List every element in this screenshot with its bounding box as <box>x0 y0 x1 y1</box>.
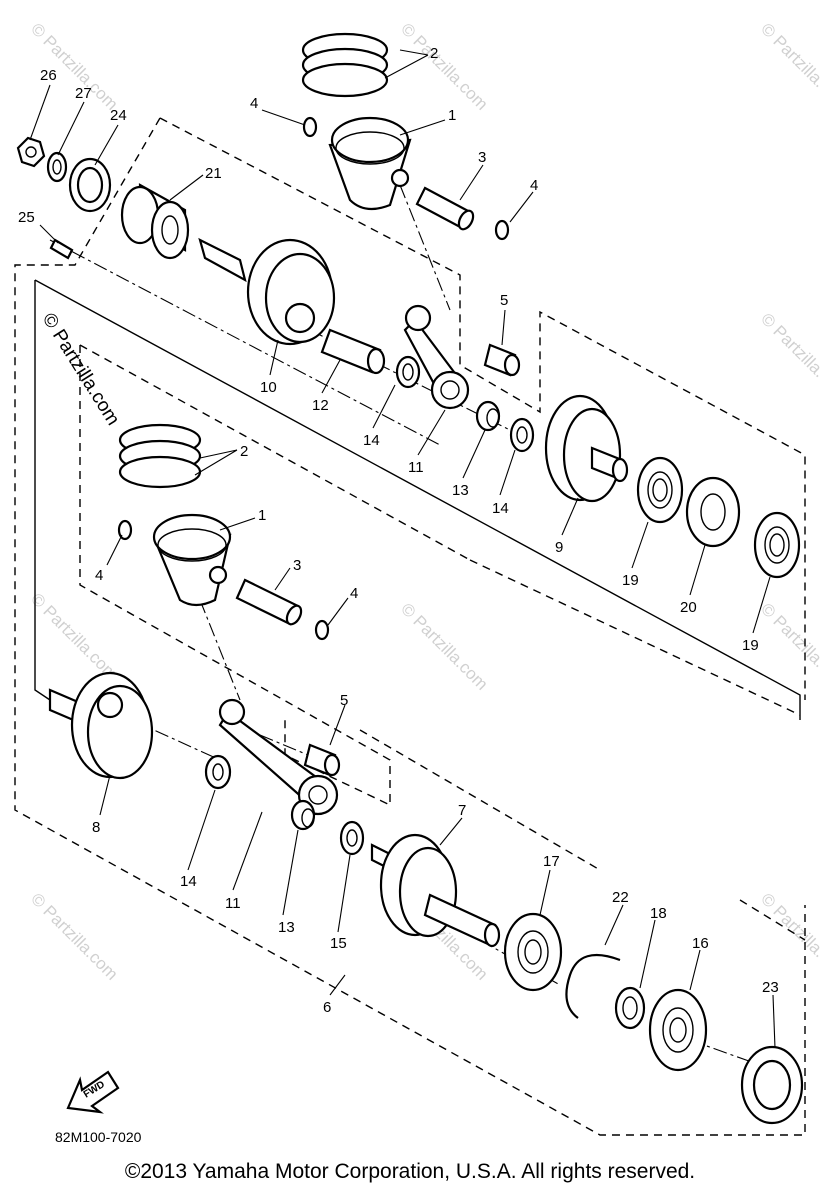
watermark-dark: © Partzilla.com <box>38 310 124 430</box>
callout-4-top-left: 4 <box>250 95 258 112</box>
piston-rings-top <box>301 32 389 98</box>
callout-19-right: 19 <box>742 637 759 654</box>
callout-12: 12 <box>312 397 329 414</box>
bearing-19-right <box>753 511 801 579</box>
bearing-16 <box>648 988 708 1072</box>
callout-13-top: 13 <box>452 482 469 499</box>
small-end-bearing-low <box>303 743 341 777</box>
callout-4-mid-left: 4 <box>95 567 103 584</box>
watermark: © Partzilla.com <box>27 889 121 983</box>
bearing-19-left <box>636 456 684 524</box>
washer-14-right <box>509 417 535 453</box>
callout-14-mid: 14 <box>363 432 380 449</box>
connecting-rod-top <box>403 304 470 410</box>
callout-11-low: 11 <box>225 895 241 912</box>
callout-3-mid: 3 <box>293 557 301 574</box>
callout-1-top: 1 <box>448 107 456 124</box>
washer <box>46 151 68 183</box>
watermark: © Partzilla.com <box>397 19 491 113</box>
callout-11-top: 11 <box>408 459 424 476</box>
nut <box>16 136 46 168</box>
callout-4-top-right: 4 <box>530 177 538 194</box>
callout-9: 9 <box>555 539 563 556</box>
bearing-17 <box>503 912 563 992</box>
callouts: 26 27 24 21 25 2 4 1 3 4 10 12 14 11 5 1… <box>18 45 779 1016</box>
watermark: © Partzilla.com <box>757 599 820 693</box>
callout-10: 10 <box>260 379 277 396</box>
callout-22: 22 <box>612 889 629 906</box>
small-end-bearing-top <box>483 343 521 377</box>
labyrinth-seal-20 <box>685 476 741 548</box>
callout-17: 17 <box>543 853 560 870</box>
callout-14-low: 14 <box>180 873 197 890</box>
callout-6: 6 <box>323 999 331 1016</box>
callout-18: 18 <box>650 905 667 922</box>
washer-14-low <box>204 754 232 790</box>
circlip-mid-right <box>314 619 330 641</box>
callout-26: 26 <box>40 67 57 84</box>
circlip-mid-left <box>117 519 133 541</box>
callout-2-mid: 2 <box>240 443 248 460</box>
circlip-22 <box>565 953 621 1019</box>
oil-seal-top <box>68 157 112 213</box>
callout-14-right: 14 <box>492 500 509 517</box>
watermark: © Partzilla.com <box>757 19 820 113</box>
callout-15: 15 <box>330 935 347 952</box>
callout-1-mid: 1 <box>258 507 266 524</box>
callout-13-low: 13 <box>278 919 295 936</box>
callout-7: 7 <box>458 802 466 819</box>
piston-rings-mid <box>118 423 202 489</box>
fwd-arrow: FWD <box>66 1070 120 1114</box>
callout-16: 16 <box>692 935 709 952</box>
needle-bearing-12 <box>320 328 386 375</box>
watermark: © Partzilla.com <box>757 309 820 403</box>
piston-pin-top <box>415 186 475 231</box>
washer-15 <box>339 820 365 856</box>
washer-18 <box>614 986 646 1030</box>
bearing-top-left <box>120 183 190 260</box>
callout-23: 23 <box>762 979 779 996</box>
callout-21: 21 <box>205 165 222 182</box>
key <box>49 238 74 260</box>
circlip-top-left <box>302 116 318 138</box>
oil-seal-23 <box>740 1045 804 1125</box>
callout-24: 24 <box>110 107 127 124</box>
assembly-outlines <box>14 117 806 1136</box>
callout-4-mid-right: 4 <box>350 585 358 602</box>
callout-25: 25 <box>18 209 35 226</box>
bearing-13-low <box>290 799 316 831</box>
callout-2-top: 2 <box>430 45 438 62</box>
washer-14-mid <box>395 355 421 389</box>
callout-5-top: 5 <box>500 292 508 309</box>
crank-web-9 <box>544 394 629 503</box>
crank-web-10 <box>198 237 336 346</box>
callout-19-left: 19 <box>622 572 639 589</box>
copyright-notice: ©2013 Yamaha Motor Corporation, U.S.A. A… <box>124 1160 696 1183</box>
circlip-top-right <box>494 219 510 241</box>
callout-8: 8 <box>92 819 100 836</box>
watermark: © Partzilla.com <box>397 599 491 693</box>
watermark: © Partzilla.com <box>27 589 121 683</box>
callout-5-low: 5 <box>340 692 348 709</box>
bearing-13-top <box>475 400 501 432</box>
leader-lines <box>29 49 776 1049</box>
callout-27: 27 <box>75 85 92 102</box>
piston-top <box>328 116 412 211</box>
watermark: © Partzilla.com <box>757 889 820 983</box>
callout-3-top: 3 <box>478 149 486 166</box>
crank-web-7 <box>370 833 501 948</box>
diagram-code: 82M100-7020 <box>55 1129 142 1145</box>
piston-mid <box>152 513 232 607</box>
callout-20: 20 <box>680 599 697 616</box>
piston-pin-mid <box>235 578 303 626</box>
crank-web-8 <box>48 671 154 780</box>
